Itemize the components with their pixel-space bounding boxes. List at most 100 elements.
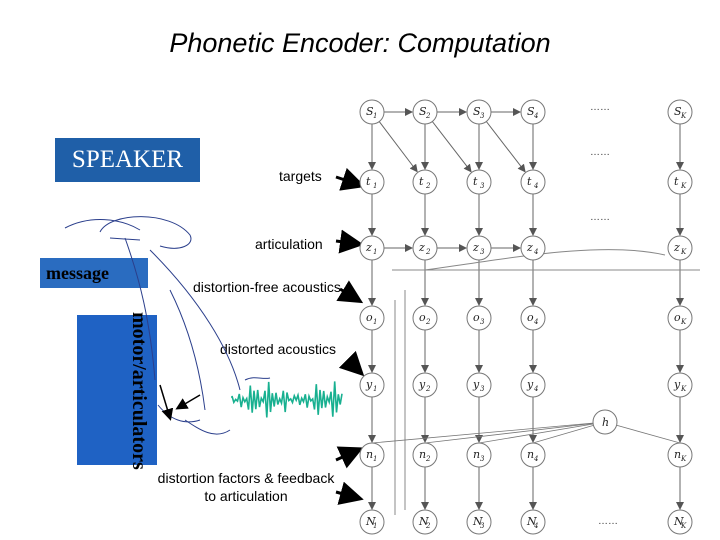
svg-text:2: 2 [425,522,431,530]
targets-label: targets [279,168,322,184]
edge-hidden [478,421,606,444]
svg-text:o: o [366,311,373,324]
svg-text:S: S [366,105,374,118]
svg-text:K: K [680,455,687,463]
svg-text:t: t [473,175,478,188]
svg-text:3: 3 [480,248,485,256]
svg-text:K: K [680,385,687,393]
svg-text:t: t [674,175,679,188]
edge-diagonal [485,121,526,173]
svg-text:S: S [419,105,427,118]
svg-text:2: 2 [425,182,431,190]
edge-hidden [604,421,681,444]
svg-text:z: z [418,241,425,254]
node-N-1: N1 [359,509,385,535]
svg-text:N: N [673,515,684,528]
speaker-box: SPEAKER [55,138,200,182]
svg-text:t: t [527,175,532,188]
svg-text:y: y [526,378,534,391]
svg-text:N: N [472,515,483,528]
message-box: message [40,258,148,288]
svg-text:4: 4 [533,455,538,463]
svg-text:h: h [602,416,609,429]
edge-diagonal [378,121,418,173]
node-N-4: N4 [520,509,546,535]
svg-text:K: K [680,248,687,256]
svg-text:n: n [366,448,373,461]
svg-text:3: 3 [480,522,485,530]
svg-text:1: 1 [373,112,377,120]
svg-text:K: K [680,522,687,530]
svg-text:t: t [419,175,424,188]
svg-text:1: 1 [373,182,377,190]
svg-text:3: 3 [480,318,485,326]
svg-text:N: N [526,515,537,528]
svg-text:4: 4 [533,522,538,530]
svg-text:n: n [419,448,426,461]
sketch-lines [64,216,271,435]
distorted-label: distorted acoustics [220,341,336,357]
svg-text:1: 1 [373,455,377,463]
svg-text:3: 3 [480,182,485,190]
svg-text:2: 2 [425,455,431,463]
node-h: h [592,409,618,435]
distortion-free-label: distortion-free acoustics [193,279,341,295]
svg-text:y: y [673,378,681,391]
svg-text:1: 1 [373,248,377,256]
svg-text:4: 4 [533,112,538,120]
svg-text:y: y [365,378,373,391]
svg-text:3: 3 [480,385,485,393]
svg-text:o: o [527,311,534,324]
svg-text:z: z [673,241,680,254]
articulator-arrows [159,384,201,421]
svg-text:n: n [674,448,681,461]
svg-text:o: o [674,311,681,324]
acoustic-waveform [231,381,343,418]
svg-text:3: 3 [480,455,485,463]
svg-text:z: z [472,241,479,254]
svg-text:y: y [472,378,480,391]
feedback-lines [392,269,700,515]
svg-text:n: n [527,448,534,461]
ellipsis-mark: …… [590,147,610,158]
articulation-label: articulation [255,236,323,252]
edge-hidden [371,421,606,444]
edge-diagonal [431,121,472,173]
svg-text:2: 2 [425,248,431,256]
svg-text:1: 1 [373,522,377,530]
svg-text:N: N [418,515,429,528]
svg-text:t: t [366,175,371,188]
node-N-K: NK [667,509,693,535]
page-title: Phonetic Encoder: Computation [169,28,551,58]
svg-text:K: K [680,112,687,120]
svg-text:4: 4 [533,318,538,326]
svg-text:3: 3 [480,112,485,120]
label-pointer-arrows [335,167,366,505]
network-edges: …………………… [368,102,700,527]
